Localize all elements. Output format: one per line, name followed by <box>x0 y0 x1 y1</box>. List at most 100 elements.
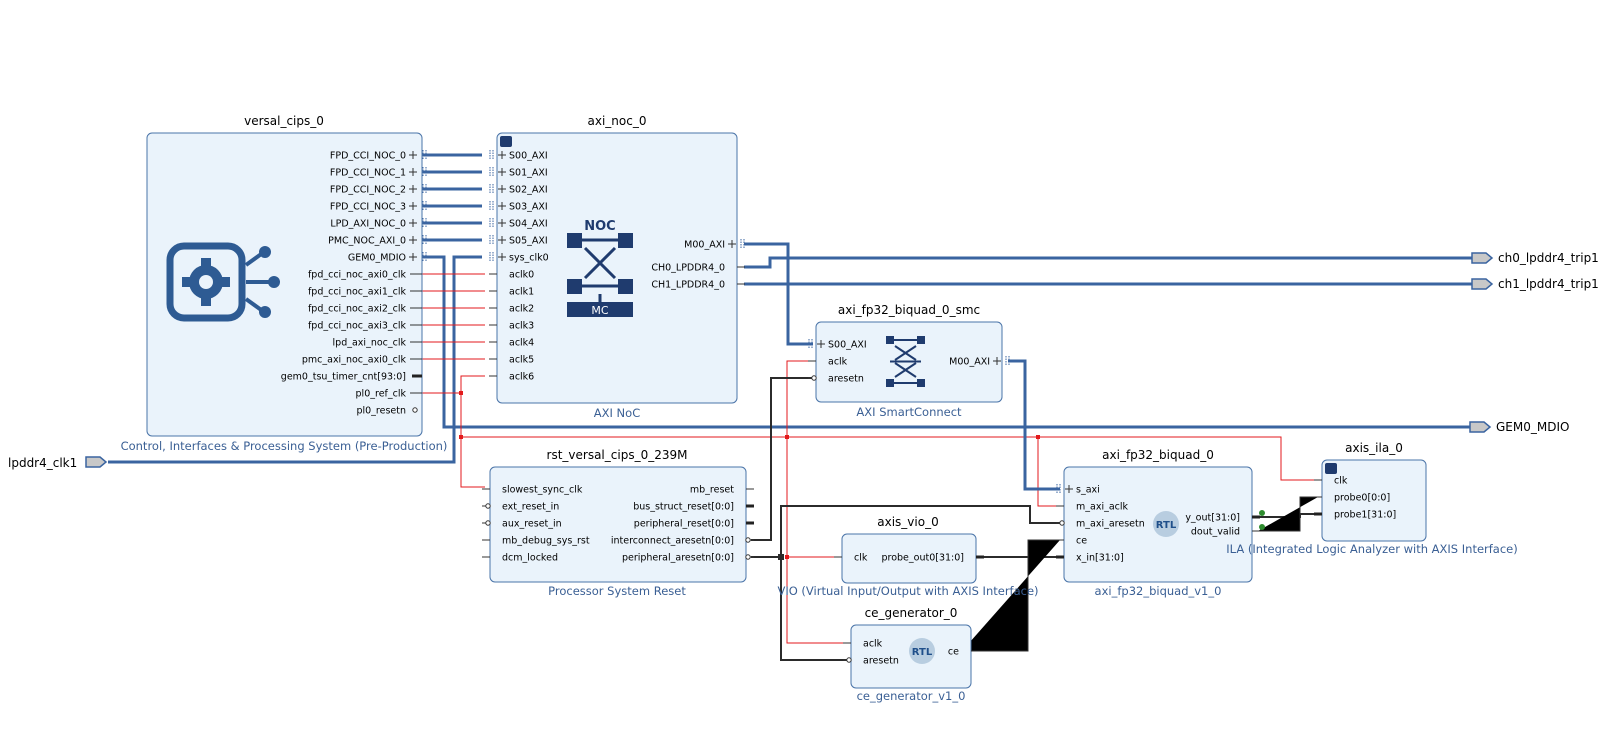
pin-clk[interactable]: clk <box>1314 476 1348 487</box>
pin-aresetn[interactable]: aresetn <box>843 656 899 667</box>
pin-dout-valid[interactable]: dout_valid <box>1191 527 1260 538</box>
pin-label: S00_AXI <box>828 340 867 351</box>
pin-m00-axi[interactable]: M00_AXI <box>949 356 1010 368</box>
pin-fpd-cci-noc-1[interactable]: FPD_CCI_NOC_1 <box>330 167 427 179</box>
wire-pl0-ref-clk[interactable] <box>418 375 485 394</box>
block-axi-noc-0[interactable]: axi_noc_0 NOC MC S00_AXIS01_AXIS02_AXIS0… <box>489 114 745 420</box>
pin-pl0-ref-clk[interactable]: pl0_ref_clk <box>356 389 422 400</box>
pin-gem0-tsu-timer-cnt-93-0[interactable]: gem0_tsu_timer_cnt[93:0] <box>281 372 422 383</box>
pin-x-in-31-0[interactable]: x_in[31:0] <box>1056 553 1124 564</box>
pin-label: interconnect_aresetn[0:0] <box>611 536 734 547</box>
pin-m00-axi[interactable]: M00_AXI <box>684 239 745 251</box>
pin-aclk[interactable]: aclk <box>843 639 883 650</box>
pin-dcm-locked[interactable]: dcm_locked <box>482 553 558 564</box>
pin-m-axi-aresetn[interactable]: m_axi_aresetn <box>1056 519 1145 530</box>
pin-pmc-axi-noc-axi0-clk[interactable]: pmc_axi_noc_axi0_clk <box>302 355 422 366</box>
block-processor-system-reset[interactable]: rst_versal_cips_0_239M slowest_sync_clke… <box>482 448 754 598</box>
pin-ch1-lpddr4-0[interactable]: CH1_LPDDR4_0 <box>651 280 745 291</box>
pin-s00-axi[interactable]: S00_AXI <box>489 150 548 162</box>
pin-clk[interactable]: clk <box>834 553 868 564</box>
pin-s05-axi[interactable]: S05_AXI <box>489 235 548 247</box>
wire-pl0-ref-clk-smc <box>786 360 813 437</box>
pin-aclk0[interactable]: aclk0 <box>489 270 534 281</box>
pin-s01-axi[interactable]: S01_AXI <box>489 167 548 179</box>
pin-slowest-sync-clk[interactable]: slowest_sync_clk <box>482 485 583 496</box>
pin-label: S02_AXI <box>509 185 548 196</box>
pin-lpd-axi-noc-clk[interactable]: lpd_axi_noc_clk <box>333 338 422 349</box>
external-port-ch1-lpddr4-trip1[interactable]: ch1_lpddr4_trip1 <box>1471 277 1599 291</box>
pin-fpd-cci-noc-axi2-clk[interactable]: fpd_cci_noc_axi2_clk <box>308 304 422 315</box>
pin-label: PMC_NOC_AXI_0 <box>328 236 406 247</box>
block-versal-cips-0[interactable]: versal_cips_0 FPD_CCI_NOC_0FPD_CCI_NOC_1… <box>121 114 448 453</box>
block-settings-icon[interactable] <box>500 136 512 147</box>
pin-probe-out0-31-0[interactable]: probe_out0[31:0] <box>881 553 984 564</box>
external-port-ch0-lpddr4-trip1[interactable]: ch0_lpddr4_trip1 <box>1471 251 1599 265</box>
pin-fpd-cci-noc-2[interactable]: FPD_CCI_NOC_2 <box>330 184 427 196</box>
wires <box>108 153 1472 661</box>
pin-pl0-resetn[interactable]: pl0_resetn <box>356 406 418 417</box>
pin-ce[interactable]: ce <box>1056 536 1087 547</box>
pin-mb-debug-sys-rst[interactable]: mb_debug_sys_rst <box>482 536 590 547</box>
wire-ch0-lpddr4[interactable] <box>744 256 1472 269</box>
pin-pmc-noc-axi-0[interactable]: PMC_NOC_AXI_0 <box>328 235 427 247</box>
pin-ce[interactable]: ce <box>948 647 979 658</box>
pin-fpd-cci-noc-0[interactable]: FPD_CCI_NOC_0 <box>330 150 427 162</box>
pin-ext-reset-in[interactable]: ext_reset_in <box>482 502 559 513</box>
pin-aclk3[interactable]: aclk3 <box>489 321 534 332</box>
pin-label: fpd_cci_noc_axi3_clk <box>308 321 407 332</box>
wire-m00-axi-noc[interactable] <box>744 242 813 346</box>
pin-s-axi[interactable]: s_axi <box>1056 484 1100 496</box>
pin-gem0-mdio[interactable]: GEM0_MDIO <box>348 252 427 264</box>
wire-dout-valid[interactable] <box>1258 496 1318 532</box>
pin-aclk[interactable]: aclk <box>808 357 848 368</box>
pin-probe1-31-0[interactable]: probe1[31:0] <box>1314 510 1396 521</box>
block-subtitle: AXI SmartConnect <box>856 405 962 419</box>
pin-label: pmc_axi_noc_axi0_clk <box>302 355 407 366</box>
block-axi-fp32-biquad-0[interactable]: axi_fp32_biquad_0 RTL s_axim_axi_aclkm_a… <box>1056 448 1260 598</box>
pin-aclk6[interactable]: aclk6 <box>489 372 534 383</box>
pin-peripheral-aresetn-0-0[interactable]: peripheral_aresetn[0:0] <box>622 553 754 564</box>
block-settings-icon[interactable] <box>1325 463 1337 474</box>
pin-s00-axi[interactable]: S00_AXI <box>808 339 867 351</box>
pin-aux-reset-in[interactable]: aux_reset_in <box>482 519 562 530</box>
pin-fpd-cci-noc-axi0-clk[interactable]: fpd_cci_noc_axi0_clk <box>308 270 422 281</box>
pin-label: clk <box>1334 476 1348 487</box>
pin-probe0-0-0[interactable]: probe0[0:0] <box>1314 493 1390 504</box>
wire-smc-m00[interactable] <box>1008 359 1060 491</box>
pin-peripheral-reset-0-0[interactable]: peripheral_reset[0:0] <box>634 519 754 530</box>
pin-fpd-cci-noc-axi3-clk[interactable]: fpd_cci_noc_axi3_clk <box>308 321 422 332</box>
wire-peripheral-aresetn[interactable] <box>751 505 1060 558</box>
pin-mb-reset[interactable]: mb_reset <box>690 485 754 496</box>
pin-interconnect-aresetn-0-0[interactable]: interconnect_aresetn[0:0] <box>611 536 754 547</box>
block-axi-smartconnect[interactable]: axi_fp32_biquad_0_smc S00_AXIaclkaresetn… <box>808 303 1010 419</box>
pin-fpd-cci-noc-axi1-clk[interactable]: fpd_cci_noc_axi1_clk <box>308 287 422 298</box>
pin-aclk2[interactable]: aclk2 <box>489 304 534 315</box>
pin-fpd-cci-noc-3[interactable]: FPD_CCI_NOC_3 <box>330 201 427 213</box>
pin-label: m_axi_aclk <box>1076 502 1129 513</box>
pin-aresetn[interactable]: aresetn <box>808 374 864 385</box>
output-port-arrow-icon <box>1471 252 1494 264</box>
pin-ch0-lpddr4-0[interactable]: CH0_LPDDR4_0 <box>651 263 745 274</box>
pin-lpd-axi-noc-0[interactable]: LPD_AXI_NOC_0 <box>330 218 427 230</box>
pin-y-out-31-0[interactable]: y_out[31:0] <box>1185 513 1260 524</box>
pin-s03-axi[interactable]: S03_AXI <box>489 201 548 213</box>
external-port-gem0-mdio[interactable]: GEM0_MDIO <box>1469 420 1569 434</box>
block-title: axi_noc_0 <box>588 114 647 128</box>
wire-interconnect-aresetn[interactable] <box>751 377 813 541</box>
wire-ce[interactable] <box>962 539 1060 652</box>
external-port-lpddr4-clk1[interactable]: lpddr4_clk1 <box>8 456 108 470</box>
output-port-arrow-icon <box>1469 421 1492 433</box>
pin-sys-clk0[interactable]: sys_clk0 <box>489 252 549 264</box>
pin-s02-axi[interactable]: S02_AXI <box>489 184 548 196</box>
pin-m-axi-aclk[interactable]: m_axi_aclk <box>1056 502 1129 513</box>
pin-aclk4[interactable]: aclk4 <box>489 338 534 349</box>
pin-s04-axi[interactable]: S04_AXI <box>489 218 548 230</box>
pin-bus-struct-reset-0-0[interactable]: bus_struct_reset[0:0] <box>633 502 754 513</box>
pin-aclk1[interactable]: aclk1 <box>489 287 534 298</box>
pin-aclk5[interactable]: aclk5 <box>489 355 534 366</box>
pin-label: lpd_axi_noc_clk <box>333 338 407 349</box>
